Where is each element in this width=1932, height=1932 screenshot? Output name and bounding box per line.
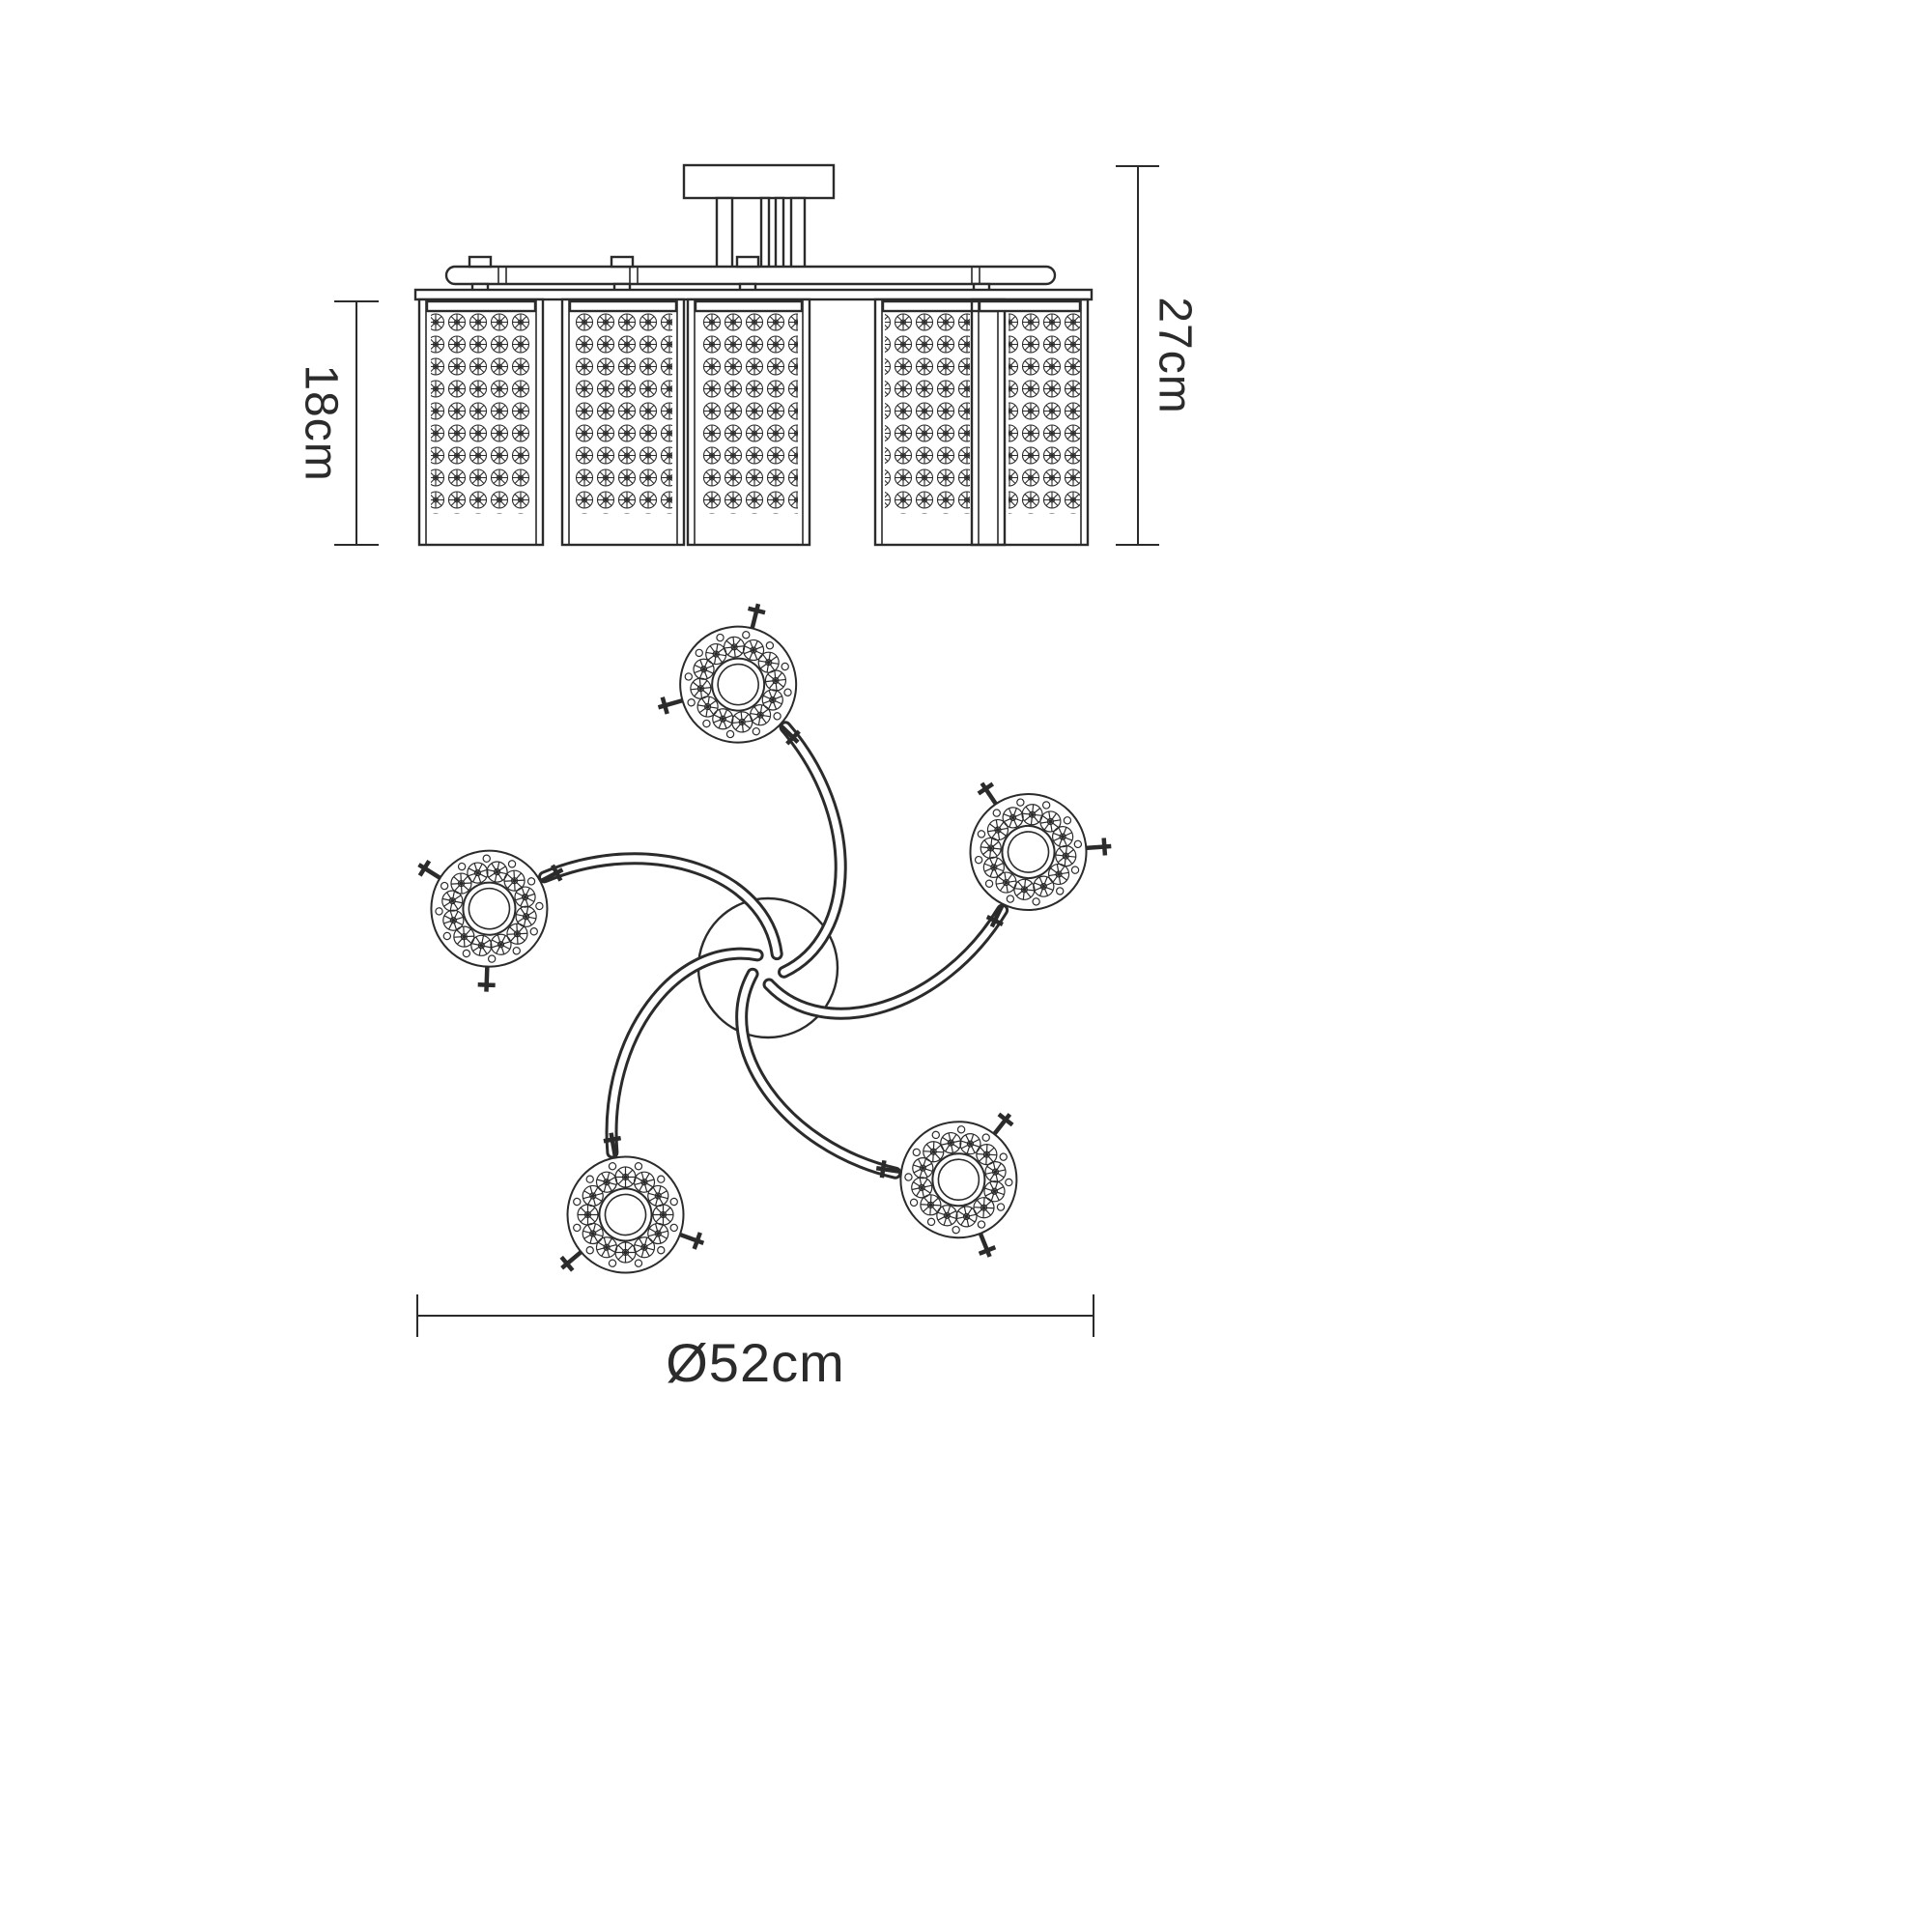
shade-rail	[413, 288, 1094, 301]
shade-4-5-pair	[873, 298, 1090, 547]
dimension-overall-height: 27cm	[1116, 165, 1201, 546]
elevation-view	[413, 163, 1094, 547]
bar-nubs	[468, 255, 760, 269]
shade-3	[686, 298, 811, 547]
arm-2	[728, 743, 1136, 1047]
shade-2	[560, 298, 686, 547]
dimension-shade-height: 18cm	[296, 300, 379, 546]
dimension-diameter: Ø52cm	[416, 1294, 1094, 1393]
diameter-label: Ø52cm	[666, 1332, 845, 1393]
shade-1	[417, 298, 545, 547]
plan-view	[392, 595, 1136, 1326]
bar-joints	[497, 267, 980, 284]
cross-bar	[444, 265, 1057, 286]
overall-height-label: 27cm	[1150, 297, 1201, 413]
support-rods	[715, 196, 807, 270]
ceiling-canopy	[682, 163, 836, 200]
shade-height-label: 18cm	[296, 364, 347, 481]
